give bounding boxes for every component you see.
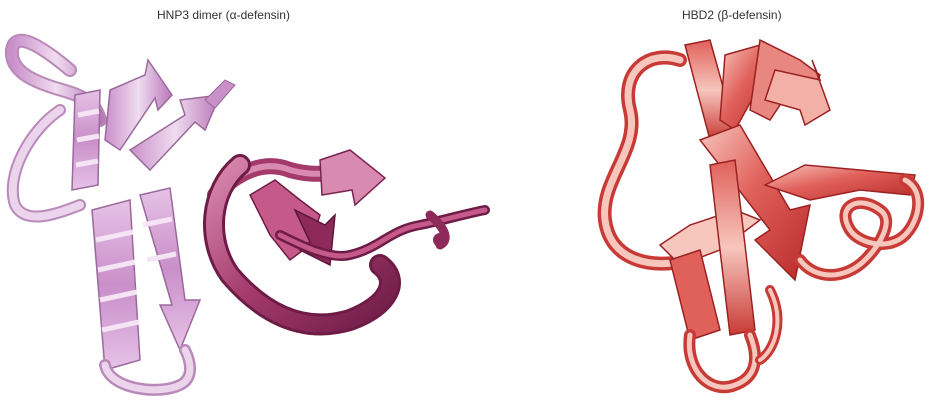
- chain-b: [214, 150, 485, 324]
- chain-a: [12, 41, 235, 390]
- hbd2-ribbon-structure: [560, 0, 933, 401]
- hnp3-dimer-panel: HNP3 dimer (α-defensin): [0, 0, 500, 401]
- hbd2-chain: [605, 40, 919, 387]
- hnp3-ribbon-structure: [0, 0, 500, 401]
- hbd2-panel: HBD2 (β-defensin): [560, 0, 933, 401]
